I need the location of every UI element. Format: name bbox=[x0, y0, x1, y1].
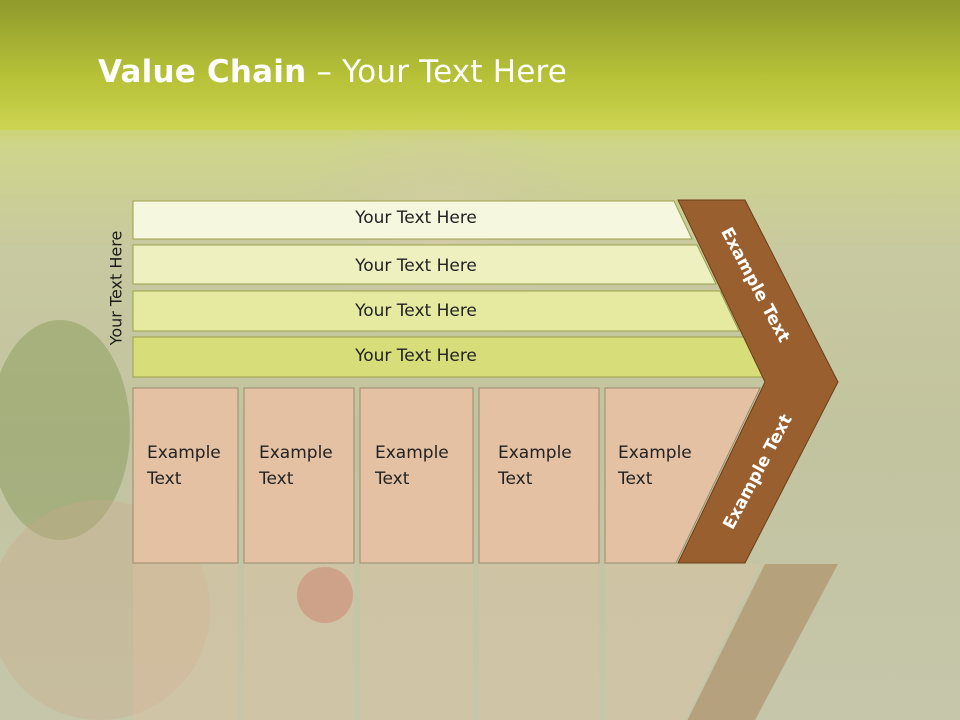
row-label-3: Your Text Here bbox=[355, 301, 477, 321]
row-bar-1 bbox=[132, 200, 693, 240]
title-band bbox=[0, 0, 960, 130]
cell-3-line1: Example bbox=[375, 443, 449, 463]
row-bar-2 bbox=[132, 244, 717, 285]
cell-1-line1: Example bbox=[147, 443, 221, 463]
title-rest: – Your Text Here bbox=[306, 54, 568, 90]
row-label-2: Your Text Here bbox=[355, 256, 477, 276]
row-bar-3 bbox=[132, 290, 740, 332]
slide-title: Value Chain – Your Text Here bbox=[98, 54, 567, 90]
cell-4-line1: Example bbox=[498, 443, 572, 463]
row-label-4: Your Text Here bbox=[355, 346, 477, 366]
cell-1-line2: Text bbox=[147, 469, 182, 489]
cell-box-2 bbox=[243, 387, 355, 564]
cell-3-line2: Text bbox=[375, 469, 410, 489]
cell-5-line2: Text bbox=[618, 469, 653, 489]
cell-4-line2: Text bbox=[498, 469, 533, 489]
cell-2-line1: Example bbox=[259, 443, 333, 463]
cell-box-4 bbox=[478, 387, 600, 564]
chevron-shape bbox=[677, 199, 839, 564]
cell-box-1 bbox=[132, 387, 239, 564]
row-label-1: Your Text Here bbox=[355, 208, 477, 228]
cell-box-3 bbox=[359, 387, 474, 564]
cell-box-5 bbox=[604, 387, 761, 564]
cell-2-line2: Text bbox=[259, 469, 294, 489]
cell-5-line1: Example bbox=[618, 443, 692, 463]
title-bold: Value Chain bbox=[98, 54, 307, 90]
